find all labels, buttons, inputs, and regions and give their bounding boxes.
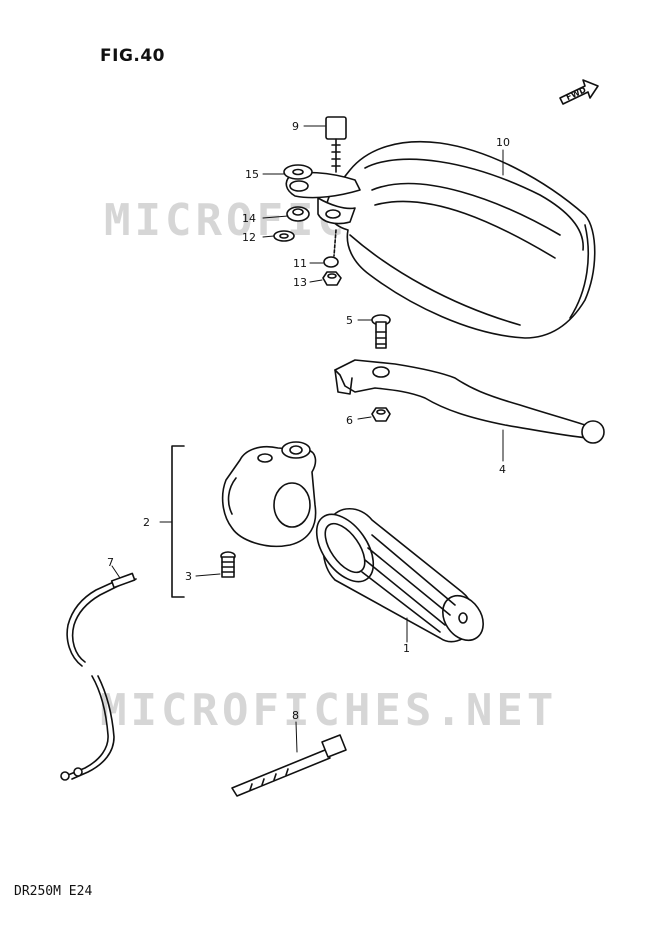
clutch-lever-part (334, 359, 605, 444)
lever-holder-part (221, 441, 317, 548)
callout-2: 2 (143, 516, 150, 529)
assembly-bracket (171, 445, 185, 598)
callout-3: 3 (185, 570, 192, 583)
callout-1: 1 (403, 642, 410, 655)
callout-13: 13 (293, 276, 307, 289)
holder-screw-part (220, 551, 236, 578)
washer-small-part (273, 230, 295, 242)
washer-large-part (283, 164, 313, 180)
watermark-bottom: MICROFICHES.NET (100, 685, 558, 736)
callout-8: 8 (292, 709, 299, 722)
cable-band-part (231, 734, 347, 797)
leader-lines (111, 125, 504, 753)
callout-labels: 9 10 15 14 12 11 13 5 6 4 2 3 1 7 8 (107, 120, 510, 722)
forward-arrow-icon: FWD (559, 79, 599, 105)
callout-9: 9 (292, 120, 299, 133)
forward-arrow-label: FWD (565, 85, 588, 102)
mount-bolt-part (325, 116, 347, 173)
spacer-part (323, 256, 339, 268)
callout-10: 10 (496, 136, 510, 149)
callout-6: 6 (346, 414, 353, 427)
model-code: DR250M E24 (14, 884, 93, 899)
switch-wire-part (60, 572, 137, 781)
callout-14: 14 (242, 212, 256, 225)
callout-11: 11 (293, 257, 307, 270)
hand-guard-part (326, 140, 596, 339)
callout-4: 4 (499, 463, 506, 476)
callout-15: 15 (245, 168, 259, 181)
callout-12: 12 (242, 231, 256, 244)
lever-bolt-part (371, 314, 391, 349)
callout-5: 5 (346, 314, 353, 327)
cushion-part (286, 206, 310, 222)
figure-title: FIG.40 (100, 46, 166, 66)
grip-part (315, 507, 484, 643)
callout-7: 7 (107, 556, 114, 569)
